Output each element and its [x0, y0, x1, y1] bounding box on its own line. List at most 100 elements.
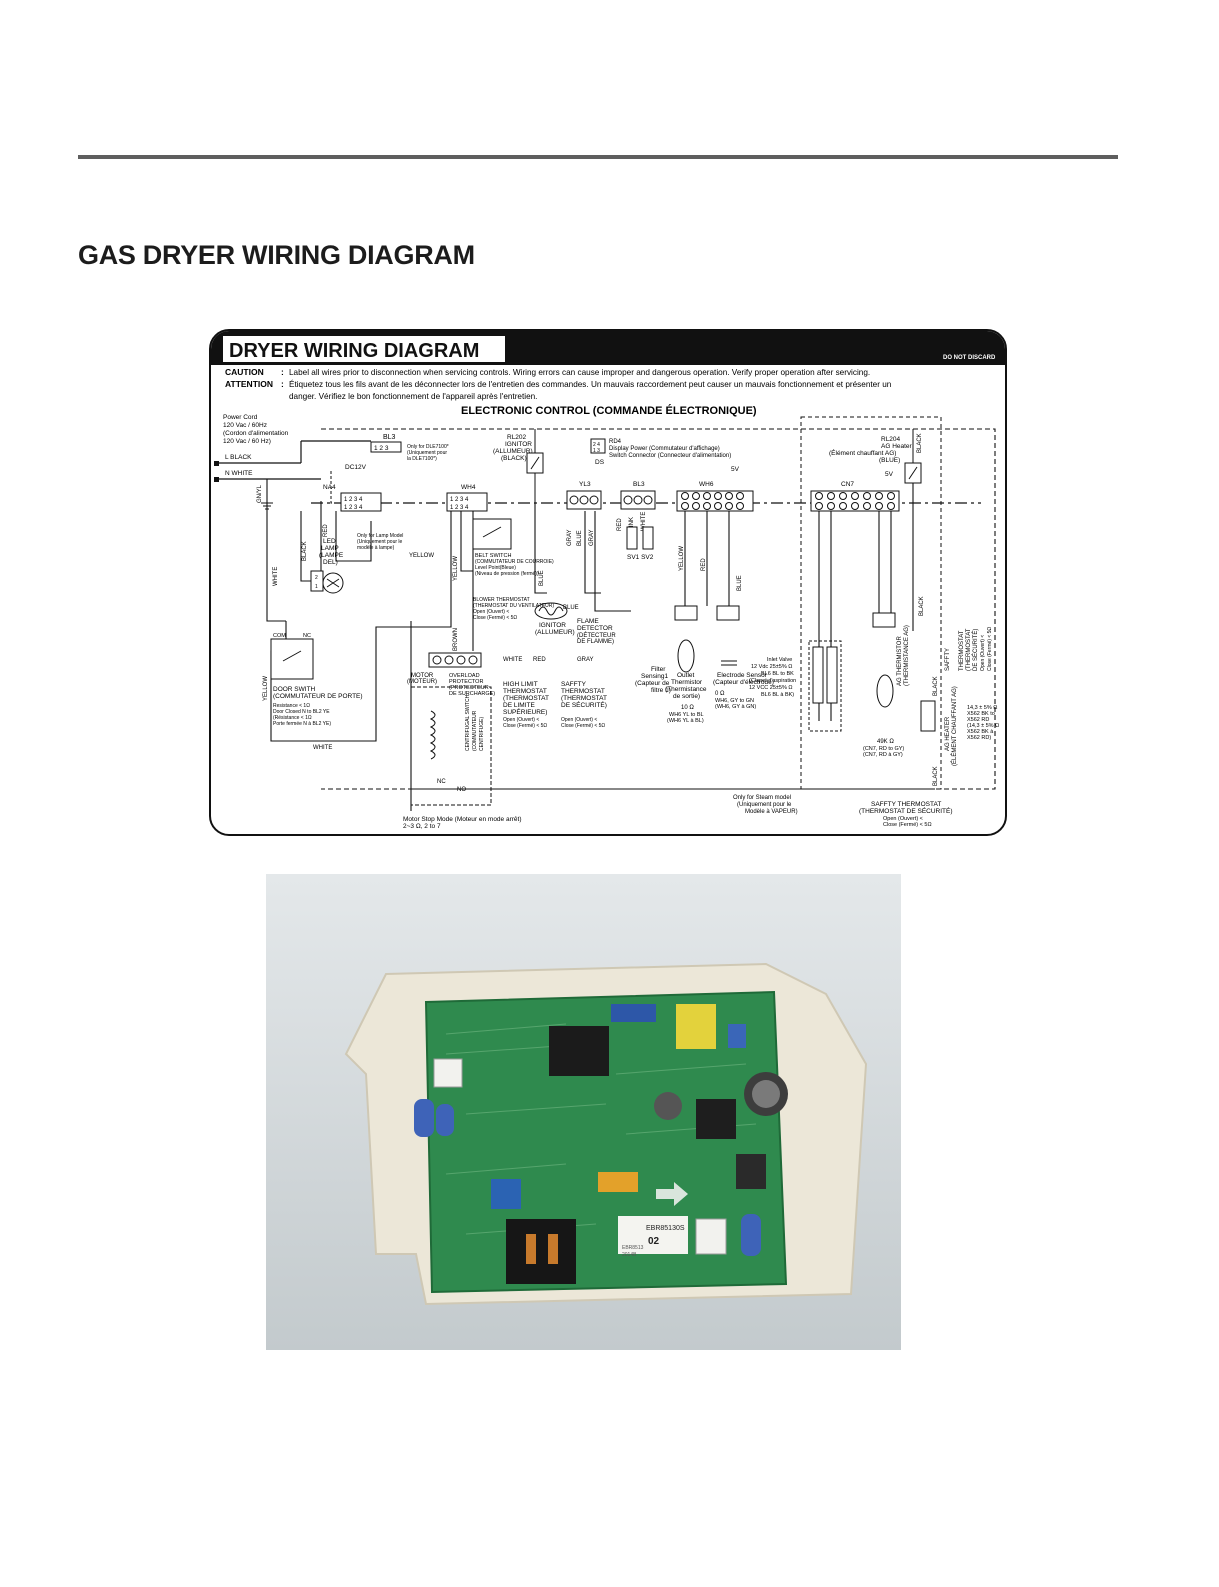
svg-text:WH6 YL to BL: WH6 YL to BL [669, 712, 704, 718]
door-switch: COM NC DOOR SWITH (COMMUTATEUR DE PORTE)… [270, 633, 363, 727]
connector-bl3-top: BL3 1 2 3 Only for DLE7100* (Uniquement … [370, 434, 449, 462]
svg-text:(ALLUMEUR): (ALLUMEUR) [493, 448, 533, 455]
svg-text:WHITE: WHITE [273, 567, 279, 586]
svg-text:Modèle à VAPEUR): Modèle à VAPEUR) [745, 809, 798, 815]
svg-text:RED: RED [533, 657, 546, 663]
svg-text:LED: LED [323, 538, 336, 545]
svg-text:1 2 3 4: 1 2 3 4 [344, 497, 363, 503]
svg-text:(LAMPE: (LAMPE [319, 552, 344, 559]
svg-text:BLOWER THERMOSTAT: BLOWER THERMOSTAT [473, 597, 530, 603]
attention-text-1: Étiquetez tous les fils avant de les déc… [289, 379, 892, 389]
diagram-title: DRYER WIRING DIAGRAM [229, 340, 479, 362]
svg-text:BLACK: BLACK [919, 596, 925, 616]
svg-text:AG HEATER: AG HEATER [945, 716, 951, 751]
svg-text:(14,3 ± 5% Ω: (14,3 ± 5% Ω [967, 723, 999, 729]
svg-text:BL3: BL3 [383, 434, 396, 441]
svg-text:X562 RD): X562 RD) [967, 735, 991, 741]
svg-text:CENTRIFUGAL SWITCH: CENTRIFUGAL SWITCH [465, 694, 471, 751]
safety-thermostat-right: SAFFTY THERMOSTAT (THERMOSTAT DE SÉCURIT… [945, 627, 993, 671]
svg-text:1 2 3: 1 2 3 [374, 445, 389, 452]
steam-note: Only for Steam model (Uniquement pour le… [733, 795, 798, 815]
svg-text:(Thermistance: (Thermistance [665, 686, 707, 693]
svg-text:(Capteur d'électrode): (Capteur d'électrode) [713, 679, 774, 686]
svg-text:(COMMUTATEUR DE COURROIE): (COMMUTATEUR DE COURROIE) [475, 559, 554, 565]
svg-text:X562 RD: X562 RD [967, 717, 989, 723]
svg-text:(BLACK): (BLACK) [501, 455, 527, 462]
ag-heater: AG HEATER (ÉLÉMENT CHAUFFANT AG) 14,3 ± … [920, 686, 999, 766]
svg-text:Close (Fermé) < 5Ω: Close (Fermé) < 5Ω [883, 822, 932, 828]
svg-text:X562 BK to: X562 BK to [967, 711, 995, 717]
svg-text::: : [281, 379, 284, 389]
svg-text:DEL): DEL) [323, 559, 338, 566]
flame-detector: FLAME DETECTOR (DÉTECTEUR DE FLAMME) [577, 618, 616, 645]
svg-text:Power Cord: Power Cord [223, 414, 258, 421]
svg-text:1 3: 1 3 [593, 448, 600, 454]
motor-stop-note: Motor Stop Mode (Moteur en mode arrêt) 2… [403, 816, 522, 830]
attention-label: ATTENTION [225, 379, 273, 389]
connector-yl3: DS YL3 [566, 459, 605, 510]
svg-text:Open (Ouvert) <: Open (Ouvert) < [980, 635, 986, 671]
svg-text:THERMOSTAT: THERMOSTAT [959, 630, 965, 671]
svg-text:(Uniquement pour le: (Uniquement pour le [737, 802, 792, 808]
svg-text:SAFFTY: SAFFTY [561, 681, 587, 688]
svg-text:DE SÉCURITÉ): DE SÉCURITÉ) [972, 629, 979, 671]
svg-text:(THERMOSTAT: (THERMOSTAT [966, 628, 972, 671]
svg-text:RL204: RL204 [881, 436, 901, 443]
board-label-3: EBR8513 [622, 1245, 644, 1251]
svg-text:1: 1 [315, 584, 318, 590]
svg-text:2~3 Ω, 2 to 7: 2~3 Ω, 2 to 7 [403, 823, 441, 830]
svg-text:Only for Lamp Model: Only for Lamp Model [357, 533, 403, 539]
svg-text:BROWN: BROWN [453, 628, 459, 651]
svg-text:RED: RED [323, 524, 329, 537]
svg-text:modèle à lampe): modèle à lampe) [357, 545, 395, 551]
control-board-photo: EBR85130S 02 EBR8513 2014B [266, 874, 901, 1350]
svg-text:YL3: YL3 [579, 481, 591, 488]
connector-wh6: WH6 5V [676, 466, 754, 512]
svg-text:GRAY: GRAY [577, 657, 594, 663]
svg-text:Open (Ouvert) <: Open (Ouvert) < [473, 609, 509, 615]
svg-text:Display Power (Commutateur d'a: Display Power (Commutateur d'affichage) [609, 446, 720, 452]
svg-text:RL202: RL202 [507, 434, 527, 441]
high-limit-thermostat: HIGH LIMIT THERMOSTAT (THERMOSTAT DE LIM… [503, 681, 549, 729]
svg-text:0 Ω: 0 Ω [715, 691, 725, 697]
svg-text::: : [281, 367, 284, 377]
svg-text:BLACK: BLACK [917, 433, 923, 453]
svg-text:(WH6 YL à BL): (WH6 YL à BL) [667, 718, 704, 724]
safety-thermostat-mid: SAFFTY THERMOSTAT (THERMOSTAT DE SÉCURIT… [561, 681, 607, 729]
ignitor: IGNITOR (ALLUMEUR) [534, 602, 575, 636]
svg-text:(COMMUTATEUR DE PORTE): (COMMUTATEUR DE PORTE) [273, 693, 363, 700]
control-heading: ELECTRONIC CONTROL (COMMANDE ÉLECTRONIQU… [461, 404, 757, 417]
svg-text:filtre 1): filtre 1) [651, 687, 671, 694]
svg-text:120 Vac / 60 Hz): 120 Vac / 60 Hz) [223, 438, 271, 445]
svg-text:SAFFTY THERMOSTAT: SAFFTY THERMOSTAT [871, 801, 941, 808]
svg-text:la DLE7100*): la DLE7100*) [407, 456, 437, 462]
svg-text:IGNITOR: IGNITOR [505, 441, 532, 448]
svg-text:X562 BK à: X562 BK à [967, 729, 994, 735]
motor: MOTOR (MOTEUR) OVERLOAD PROTECTOR (PROTE… [407, 652, 495, 806]
svg-text:CN7: CN7 [841, 481, 854, 488]
connector-cn7: CN7 5V [810, 471, 900, 512]
board-label-4: 2014B [622, 1252, 637, 1258]
svg-text:WH6: WH6 [699, 481, 714, 488]
do-not-discard: DO NOT DISCARD [943, 355, 996, 361]
svg-text:Resistance < 1Ω: Resistance < 1Ω [273, 703, 310, 709]
svg-text:(THERMOSTAT: (THERMOSTAT [561, 695, 607, 702]
svg-text:BLUE: BLUE [539, 570, 545, 586]
header-rule [78, 155, 1118, 159]
svg-text:YELLOW: YELLOW [453, 556, 459, 581]
led-lamp: 21 LED LAMP (LAMPE DEL) Only for Lamp Mo… [310, 533, 403, 594]
svg-text:Close (Fermé) < 5Ω: Close (Fermé) < 5Ω [503, 723, 547, 729]
relay-rl204: RL204 AG Heater (Élément chauffant AG) (… [829, 429, 923, 484]
svg-text:(Uniquement pour le: (Uniquement pour le [357, 539, 403, 545]
svg-text:de sortie): de sortie) [673, 693, 700, 700]
svg-text:1 2 3 4: 1 2 3 4 [344, 505, 363, 511]
svg-text:Open (Ouvert) <: Open (Ouvert) < [883, 816, 923, 822]
svg-text:(ÉLÉMENT CHAUFFANT AG): (ÉLÉMENT CHAUFFANT AG) [951, 686, 958, 766]
svg-text:DE SURCHARGE): DE SURCHARGE) [449, 691, 495, 697]
svg-text:Level Point(Bleue): Level Point(Bleue) [475, 565, 516, 571]
board-label-2: 02 [648, 1236, 660, 1247]
svg-text:(Clapet d'aspiration: (Clapet d'aspiration [749, 678, 796, 684]
connector-rd4: 2 4 1 3 RD4 Display Power (Commutateur d… [590, 438, 731, 459]
svg-text:Close (Fermé) < 5Ω: Close (Fermé) < 5Ω [473, 615, 517, 621]
svg-text:NA4: NA4 [323, 484, 336, 491]
